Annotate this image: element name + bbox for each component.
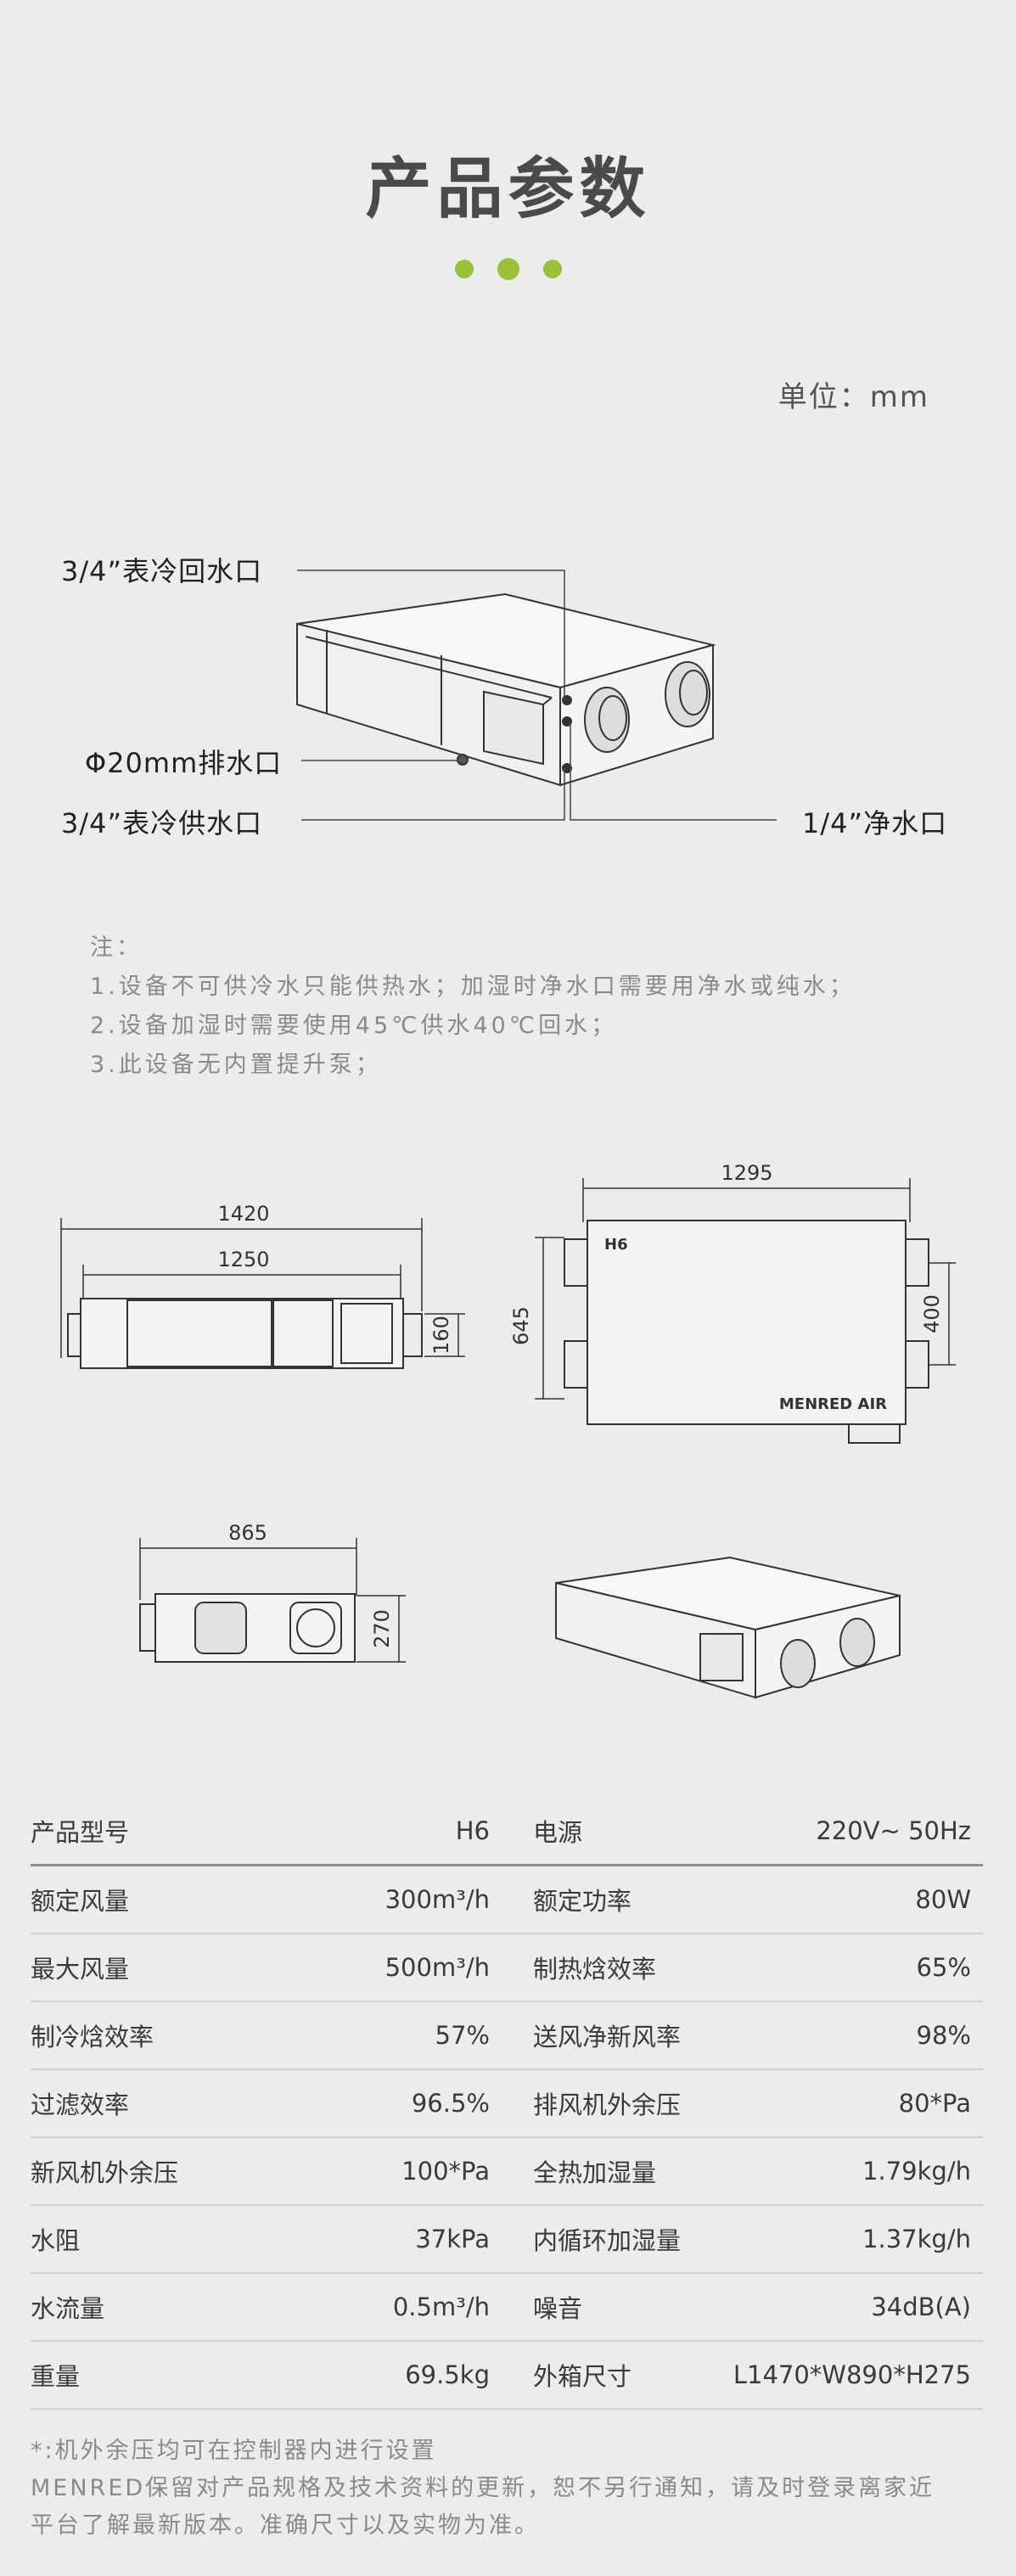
spec-value: 80*Pa bbox=[898, 2089, 971, 2118]
spec-label: 过滤效率 bbox=[31, 2091, 130, 2119]
spec-row: 重量 69.5kg 外箱尺寸 L1470*W890*H275 bbox=[31, 2342, 983, 2410]
spec-label: 噪音 bbox=[533, 2294, 583, 2323]
spec-header-row: 产品型号 H6 电源 220V~ 50Hz bbox=[31, 1798, 983, 1866]
spec-row: 水流量 0.5m³/h 噪音 34dB(A) bbox=[31, 2274, 983, 2342]
spec-label: 额定风量 bbox=[31, 1887, 130, 1916]
callout-clean-water-port: 1/4”净水口 bbox=[802, 807, 948, 839]
note-item: 2.设备加湿时需要使用45℃供水40℃回水； bbox=[90, 1013, 618, 1039]
dim-top-depth: 645 bbox=[509, 1306, 533, 1345]
spec-value: 1.79kg/h bbox=[862, 2157, 971, 2186]
spec-value: 57% bbox=[435, 2021, 490, 2050]
spec-value: 98% bbox=[916, 2021, 971, 2050]
dot-decoration bbox=[542, 260, 562, 278]
spec-value: 37kPa bbox=[415, 2225, 490, 2253]
footer-line: *:机外余压均可在控制器内进行设置 bbox=[31, 2438, 437, 2464]
dot-decoration bbox=[454, 260, 474, 278]
spec-value: 220V~ 50Hz bbox=[816, 1816, 971, 1845]
dim-top-width: 1295 bbox=[721, 1161, 772, 1185]
spec-value: 0.5m³/h bbox=[392, 2293, 490, 2321]
spec-label: 排风机外余压 bbox=[533, 2091, 682, 2119]
spec-row: 新风机外余压 100*Pa 全热加湿量 1.79kg/h bbox=[31, 2138, 983, 2206]
spec-value: 80W bbox=[915, 1885, 971, 1914]
spec-value: 100*Pa bbox=[401, 2157, 490, 2186]
footer-notes: *:机外余压均可在控制器内进行设置 MENRED保留对产品规格及技术资料的更新，… bbox=[31, 2433, 935, 2545]
spec-label: 水阻 bbox=[31, 2226, 81, 2255]
spec-value: 65% bbox=[916, 1953, 971, 1982]
dim-side-height: 270 bbox=[370, 1609, 394, 1648]
spec-label: 最大风量 bbox=[31, 1955, 130, 1984]
spec-label: 制热焓效率 bbox=[533, 1955, 657, 1984]
spec-label: 新风机外余压 bbox=[31, 2158, 179, 2187]
footer-line: 平台了解最新版本。准确尺寸以及实物为准。 bbox=[31, 2512, 540, 2539]
title-dots bbox=[0, 258, 1016, 280]
spec-value: 69.5kg bbox=[405, 2360, 490, 2389]
spec-label: 产品型号 bbox=[31, 1818, 130, 1847]
spec-label: 额定功率 bbox=[533, 1887, 632, 1916]
spec-label: 重量 bbox=[31, 2362, 81, 2391]
dot-decoration bbox=[497, 258, 519, 280]
spec-value: 96.5% bbox=[411, 2089, 490, 2118]
spec-label: 内循环加湿量 bbox=[533, 2226, 682, 2255]
dim-front-port: 160 bbox=[429, 1316, 453, 1355]
dim-front-overall: 1420 bbox=[217, 1202, 269, 1226]
spec-value: 1.37kg/h bbox=[862, 2225, 971, 2253]
spec-value: 34dB(A) bbox=[871, 2293, 971, 2321]
spec-table: 产品型号 H6 电源 220V~ 50Hz 额定风量 300m³/h 额定功率 80… bbox=[31, 1798, 983, 2410]
note-item: 3.此设备无内置提升泵； bbox=[90, 1052, 382, 1078]
spec-row: 制冷焓效率 57% 送风净新风率 98% bbox=[31, 2002, 983, 2070]
spec-row: 最大风量 500m³/h 制热焓效率 65% bbox=[31, 1934, 983, 2002]
spec-row: 水阻 37kPa 内循环加湿量 1.37kg/h bbox=[31, 2206, 983, 2274]
page-title: 产品参数 bbox=[365, 151, 651, 227]
note-item: 1.设备不可供冷水只能供热水；加湿时净水口需要用净水或纯水； bbox=[90, 974, 856, 1000]
spec-label: 电源 bbox=[533, 1818, 583, 1847]
callout-return-port: 3/4”表冷回水口 bbox=[61, 555, 263, 587]
footer-line: MENRED保留对产品规格及技术资料的更新，恕不另行通知，请及时登录离家近 bbox=[31, 2475, 935, 2501]
top-brand-label: MENRED AIR bbox=[779, 1395, 887, 1413]
notes-heading: 注： bbox=[90, 934, 143, 961]
unit-isometric-diagram bbox=[296, 570, 777, 821]
spec-row: 额定风量 300m³/h 额定功率 80W bbox=[31, 1866, 983, 1934]
dim-top-port-spacing: 400 bbox=[920, 1294, 944, 1333]
spec-label: 送风净新风率 bbox=[533, 2023, 682, 2051]
spec-value: L1470*W890*H275 bbox=[733, 2360, 971, 2389]
spec-label: 制冷焓效率 bbox=[31, 2023, 154, 2051]
callout-drain-port: Φ20mm排水口 bbox=[85, 747, 283, 779]
dimension-drawings: 1420 1250 160 1295 645 400 H6 MENRED AIR… bbox=[60, 1161, 956, 1699]
spec-value: 500m³/h bbox=[385, 1953, 490, 1982]
spec-label: 全热加湿量 bbox=[533, 2158, 657, 2187]
spec-value: H6 bbox=[455, 1816, 490, 1845]
dim-front-inner: 1250 bbox=[217, 1248, 269, 1271]
unit-label: 单位：mm bbox=[777, 380, 929, 414]
spec-row: 过滤效率 96.5% 排风机外余压 80*Pa bbox=[31, 2070, 983, 2138]
callout-supply-port: 3/4”表冷供水口 bbox=[61, 807, 263, 839]
dim-side-width: 865 bbox=[228, 1521, 267, 1545]
spec-label: 外箱尺寸 bbox=[533, 2362, 632, 2391]
top-model-label: H6 bbox=[604, 1236, 628, 1254]
notes-block: 注： 1.设备不可供冷水只能供热水；加湿时净水口需要用净水或纯水； 2.设备加湿… bbox=[90, 929, 856, 1085]
spec-value: 300m³/h bbox=[385, 1885, 490, 1914]
spec-label: 水流量 bbox=[31, 2294, 105, 2323]
